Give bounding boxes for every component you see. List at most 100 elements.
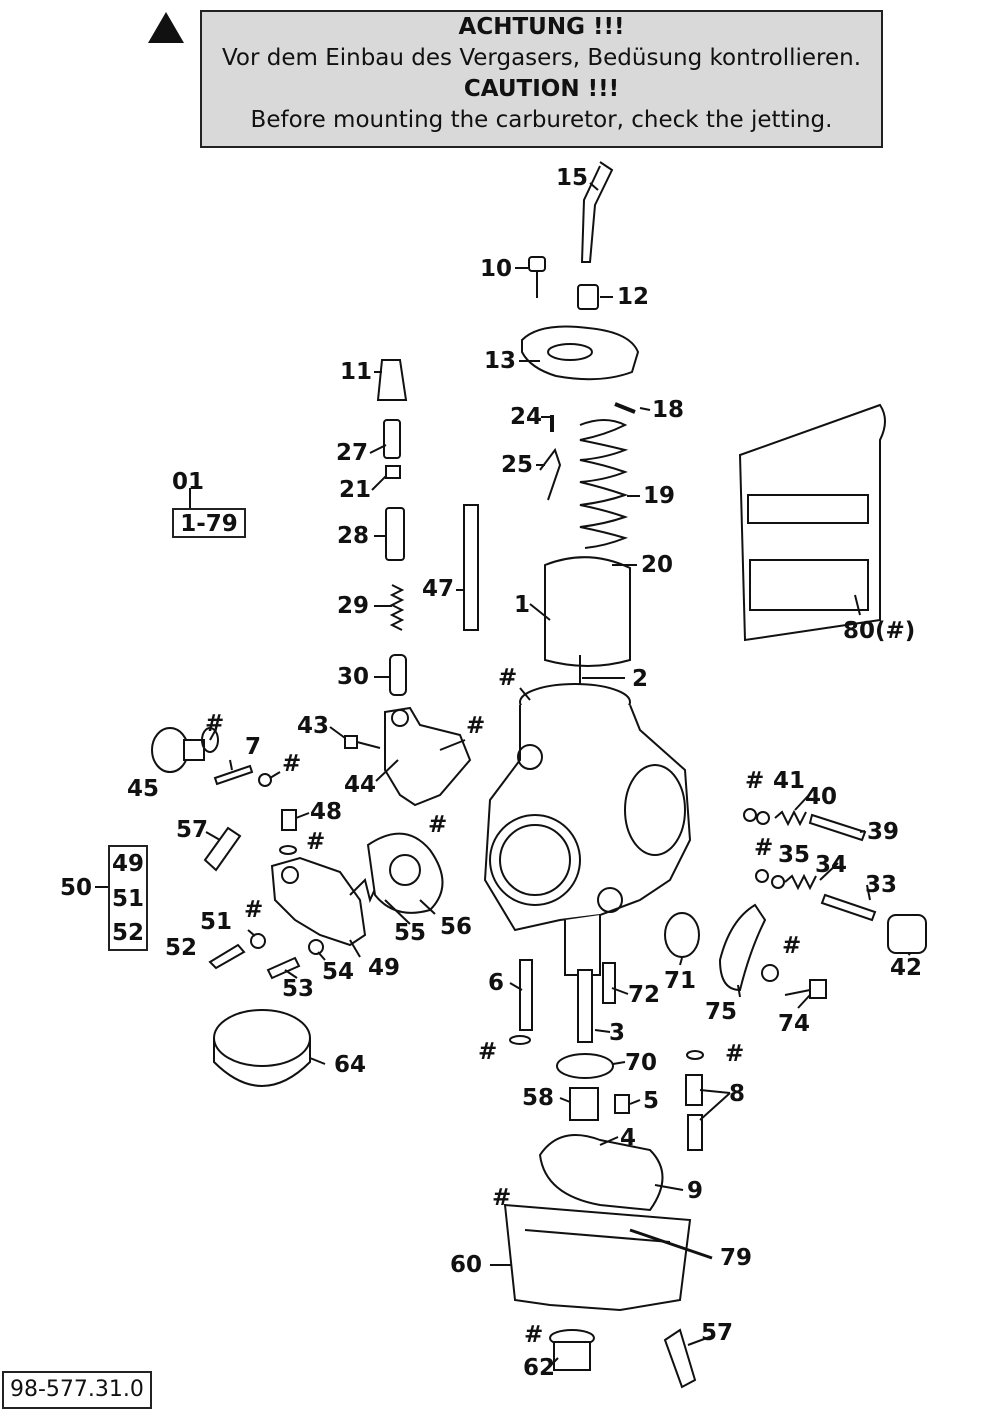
part-62-drain: [549, 1329, 595, 1371]
label-80: 80(#): [843, 618, 916, 644]
part-8-valve: [685, 1050, 704, 1151]
label-20: 20: [641, 552, 674, 578]
part-3-needle-jet: [577, 969, 593, 1043]
part-44-housing: [384, 706, 472, 807]
part-27-adjuster: [383, 419, 401, 459]
hash-marker: #: [205, 711, 225, 737]
label-58: 58: [522, 1085, 555, 1111]
label-10: 10: [480, 256, 513, 282]
hash-marker: #: [492, 1185, 512, 1211]
part-57-hose-upper: [203, 826, 242, 872]
part-64-ring: [213, 1009, 311, 1087]
hash-marker: #: [745, 768, 765, 794]
part-25-clip: [539, 447, 562, 501]
label-35: 35: [778, 842, 811, 868]
label-79: 79: [720, 1245, 753, 1271]
label-44: 44: [344, 772, 377, 798]
part-33-screw: [820, 893, 877, 922]
part-53-screw: [266, 956, 301, 980]
hash-marker: #: [725, 1041, 745, 1067]
hash-marker: #: [498, 665, 518, 691]
label-49: 49: [368, 955, 401, 981]
part-48-screw: [281, 809, 297, 831]
part-30-plunger: [389, 654, 407, 696]
part-11-boot: [376, 359, 408, 401]
label-39: 39: [867, 819, 900, 845]
warning-triangle-icon: [148, 12, 184, 43]
label-13: 13: [484, 348, 517, 374]
part-80-gasket-kit-bag: [738, 403, 886, 642]
label-18: 18: [652, 397, 685, 423]
hash-marker: #: [428, 812, 448, 838]
label-5: 5: [643, 1088, 660, 1114]
group-50-item: 51: [111, 886, 144, 912]
label-21: 21: [339, 477, 372, 503]
part-75-fitting: [718, 903, 767, 992]
hash-marker: #: [282, 751, 302, 777]
part-42-knob: [887, 914, 927, 954]
label-7: 7: [245, 734, 262, 760]
part-10-screw: [528, 256, 546, 298]
label-62: 62: [523, 1355, 556, 1381]
label-48: 48: [310, 799, 343, 825]
label-57-lower: 57: [701, 1320, 734, 1346]
label-33: 33: [865, 872, 898, 898]
part-13-cover: [521, 325, 640, 381]
label-60: 60: [450, 1252, 483, 1278]
label-4: 4: [620, 1125, 637, 1151]
label-72: 72: [628, 982, 661, 1008]
assembly-ref: 01: [172, 469, 205, 495]
part-52-screw: [208, 943, 246, 970]
hash-marker: #: [754, 835, 774, 861]
group-50-item: 52: [111, 920, 144, 946]
part-70-gasket: [556, 1053, 614, 1079]
warning-box: ACHTUNG !!! Vor dem Einbau des Vergasers…: [200, 10, 883, 148]
label-2: 2: [632, 666, 649, 692]
warning-title-en: CAUTION !!!: [463, 76, 620, 102]
part-12-nut: [577, 284, 599, 310]
label-45: 45: [127, 776, 160, 802]
label-9: 9: [687, 1178, 704, 1204]
label-1: 1: [514, 592, 531, 618]
part-15-hose: [580, 161, 614, 263]
label-27: 27: [336, 440, 369, 466]
label-15: 15: [556, 165, 589, 191]
label-6: 6: [488, 970, 505, 996]
part-40-spring: [774, 809, 807, 827]
part-58-holder: [569, 1087, 599, 1121]
group-50-item: 49: [111, 851, 144, 877]
part-49-pump-body: [270, 856, 367, 947]
part-47-rod: [463, 504, 479, 631]
label-12: 12: [617, 284, 650, 310]
hash-marker: #: [306, 829, 326, 855]
part-74-bolt: [784, 979, 827, 999]
group-50-label: 50: [60, 875, 93, 901]
part-72-jet: [602, 962, 616, 1004]
part-56-diaphragm: [366, 832, 444, 914]
part-1-slide: [544, 556, 631, 667]
part-29-spring: [389, 584, 405, 631]
label-51: 51: [200, 909, 233, 935]
label-34: 34: [815, 852, 848, 878]
part-4-float: [538, 1134, 664, 1212]
label-74: 74: [778, 1011, 811, 1037]
label-11: 11: [340, 359, 373, 385]
part-57-hose-lower: [663, 1328, 697, 1389]
label-47: 47: [422, 576, 455, 602]
part-19-spring: [579, 419, 629, 549]
part-18-clip: [614, 402, 636, 414]
label-3: 3: [609, 1020, 626, 1046]
part-34-spring: [784, 873, 817, 891]
part-71-filter: [664, 912, 700, 958]
part-28-stop: [385, 507, 405, 561]
label-42: 42: [890, 955, 923, 981]
document-number: 98-577.31.0: [2, 1371, 152, 1409]
label-70: 70: [625, 1050, 658, 1076]
label-75: 75: [705, 999, 738, 1025]
label-19: 19: [643, 483, 676, 509]
label-56: 56: [440, 914, 473, 940]
label-71: 71: [664, 968, 697, 994]
label-52: 52: [165, 935, 198, 961]
part-79-rod: [629, 1228, 713, 1260]
part-hash-oring-45: [201, 727, 219, 753]
